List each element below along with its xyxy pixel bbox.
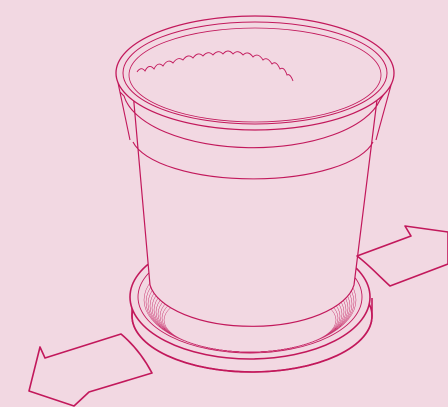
arrow-left-icon: [29, 334, 152, 406]
arrow-right-icon: [357, 226, 448, 286]
flower-pot-icon: [116, 16, 394, 326]
